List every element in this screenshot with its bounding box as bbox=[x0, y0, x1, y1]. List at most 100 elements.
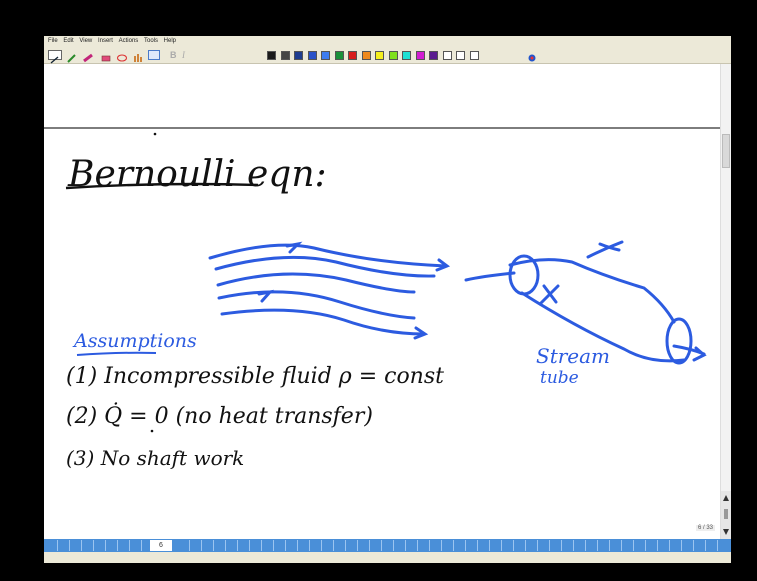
color-swatch[interactable] bbox=[456, 51, 465, 60]
note-page[interactable]: Bernoulli eqn: Assumptions (1) Incompres… bbox=[44, 64, 720, 539]
page-thumbnail-cell[interactable] bbox=[310, 540, 322, 551]
page-thumbnail-cell[interactable] bbox=[670, 540, 682, 551]
color-swatch[interactable] bbox=[416, 51, 425, 60]
page-thumbnail-cell[interactable] bbox=[238, 540, 250, 551]
journal-window: File Edit View Insert Actions Tools Help… bbox=[44, 36, 731, 563]
page-thumbnail-cell[interactable] bbox=[490, 540, 502, 551]
page-thumbnail-cell[interactable] bbox=[598, 540, 610, 551]
assumption-3: (3) No shaft work bbox=[66, 446, 244, 470]
menu-edit[interactable]: Edit bbox=[63, 36, 73, 47]
page-thumbnail-cell[interactable] bbox=[694, 540, 706, 551]
menu-actions[interactable]: Actions bbox=[119, 36, 139, 47]
page-thumbnail-cell[interactable] bbox=[262, 540, 274, 551]
active-page-tab[interactable]: 6 bbox=[150, 540, 172, 551]
color-swatch[interactable] bbox=[321, 51, 330, 60]
page-thumbnail-cell[interactable] bbox=[406, 540, 418, 551]
color-swatch[interactable] bbox=[281, 51, 290, 60]
page-thumbnail-cell[interactable] bbox=[202, 540, 214, 551]
toolbar: B I bbox=[44, 47, 731, 64]
page-thumbnail-cell[interactable] bbox=[394, 540, 406, 551]
page-thumbnail-cell[interactable] bbox=[346, 540, 358, 551]
page-thumbnail-cell[interactable] bbox=[526, 540, 538, 551]
page-thumbnail-cell[interactable] bbox=[562, 540, 574, 551]
vertical-scrollbar[interactable] bbox=[720, 64, 731, 539]
bold-icon[interactable]: B bbox=[170, 50, 180, 60]
color-swatch[interactable] bbox=[267, 51, 276, 60]
pen-tool-icon[interactable] bbox=[48, 50, 62, 60]
page-thumbnail-cell[interactable] bbox=[190, 540, 202, 551]
scrollbar-thumb[interactable] bbox=[722, 134, 730, 168]
page-thumbnail-cell[interactable] bbox=[382, 540, 394, 551]
page-thumbnail-cell[interactable] bbox=[454, 540, 466, 551]
page-thumbnail-cell[interactable] bbox=[538, 540, 550, 551]
color-swatch[interactable] bbox=[470, 51, 479, 60]
page-thumbnail-cell[interactable] bbox=[46, 540, 58, 551]
page-thumbnail-cell[interactable] bbox=[466, 540, 478, 551]
page-thumbnail-cell[interactable] bbox=[82, 540, 94, 551]
menu-bar: File Edit View Insert Actions Tools Help bbox=[44, 36, 731, 47]
menu-help[interactable]: Help bbox=[164, 36, 176, 47]
eraser-icon[interactable] bbox=[100, 50, 112, 60]
menu-insert[interactable]: Insert bbox=[98, 36, 113, 47]
page-thumbnail-cell[interactable] bbox=[574, 540, 586, 551]
page-thumbnail-cell[interactable] bbox=[646, 540, 658, 551]
page-thumbnail-cell[interactable] bbox=[442, 540, 454, 551]
color-swatch[interactable] bbox=[389, 51, 398, 60]
page-thumbnail-cell[interactable] bbox=[658, 540, 670, 551]
page-thumbnail-cell[interactable] bbox=[70, 540, 82, 551]
color-swatch[interactable] bbox=[294, 51, 303, 60]
assumption-1: (1) Incompressible fluid ρ = const bbox=[66, 364, 444, 389]
page-thumbnail-cell[interactable] bbox=[622, 540, 634, 551]
page-thumbnail-cell[interactable] bbox=[334, 540, 346, 551]
assumption-2: (2) Q̇ = 0 (no heat transfer) bbox=[66, 404, 373, 429]
lasso-icon[interactable] bbox=[116, 50, 128, 60]
page-thumbnail-cell[interactable] bbox=[274, 540, 286, 551]
menu-tools[interactable]: Tools bbox=[144, 36, 158, 47]
page-thumbnail-cell[interactable] bbox=[514, 540, 526, 551]
color-swatch[interactable] bbox=[402, 51, 411, 60]
page-thumbnail-cell[interactable] bbox=[586, 540, 598, 551]
page-thumbnail-cell[interactable] bbox=[550, 540, 562, 551]
page-thumbnail-cell[interactable] bbox=[214, 540, 226, 551]
page-thumbnail-cell[interactable] bbox=[106, 540, 118, 551]
page-thumbnail-cell[interactable] bbox=[430, 540, 442, 551]
page-thumbnail-cell[interactable] bbox=[370, 540, 382, 551]
page-thumbnail-cell[interactable] bbox=[322, 540, 334, 551]
menu-file[interactable]: File bbox=[48, 36, 58, 47]
hand-icon[interactable] bbox=[132, 50, 144, 60]
page-thumbnail-cell[interactable] bbox=[178, 540, 190, 551]
page-thumbnail-cell[interactable] bbox=[130, 540, 142, 551]
italic-icon[interactable]: I bbox=[182, 50, 192, 60]
color-swatch[interactable] bbox=[375, 51, 384, 60]
page-thumbnail-cell[interactable] bbox=[682, 540, 694, 551]
page-thumbnail-cell[interactable] bbox=[358, 540, 370, 551]
page-thumbnail-cell[interactable] bbox=[298, 540, 310, 551]
page-thumbnail-cell[interactable] bbox=[634, 540, 646, 551]
stream-tube-label: Stream bbox=[536, 344, 610, 368]
menu-view[interactable]: View bbox=[79, 36, 92, 47]
page-navigation-bar[interactable]: 6 bbox=[44, 539, 731, 552]
color-swatch[interactable] bbox=[362, 51, 371, 60]
page-thumbnail-cell[interactable] bbox=[610, 540, 622, 551]
pen-icon[interactable] bbox=[66, 50, 78, 60]
color-wheel-icon[interactable] bbox=[527, 50, 537, 60]
color-swatch[interactable] bbox=[443, 51, 452, 60]
page-thumbnail-cell[interactable] bbox=[250, 540, 262, 551]
page-thumbnail-cell[interactable] bbox=[286, 540, 298, 551]
page-thumbnail-cell[interactable] bbox=[118, 540, 130, 551]
page-thumbnail-cell[interactable] bbox=[478, 540, 490, 551]
color-swatch[interactable] bbox=[308, 51, 317, 60]
page-thumbnail-cell[interactable] bbox=[418, 540, 430, 551]
page-thumbnail-cell[interactable] bbox=[502, 540, 514, 551]
page-thumbnail-cell[interactable] bbox=[94, 540, 106, 551]
color-swatch[interactable] bbox=[335, 51, 344, 60]
assumptions-heading: Assumptions bbox=[74, 330, 197, 352]
page-thumbnail-cell[interactable] bbox=[226, 540, 238, 551]
page-thumbnail-cell[interactable] bbox=[706, 540, 718, 551]
color-swatch[interactable] bbox=[348, 51, 357, 60]
highlighter-icon[interactable] bbox=[82, 50, 96, 60]
color-swatch[interactable] bbox=[429, 51, 438, 60]
insert-space-icon[interactable] bbox=[148, 50, 160, 60]
page-thumbnail-cell[interactable] bbox=[58, 540, 70, 551]
zoom-control[interactable] bbox=[721, 491, 731, 539]
